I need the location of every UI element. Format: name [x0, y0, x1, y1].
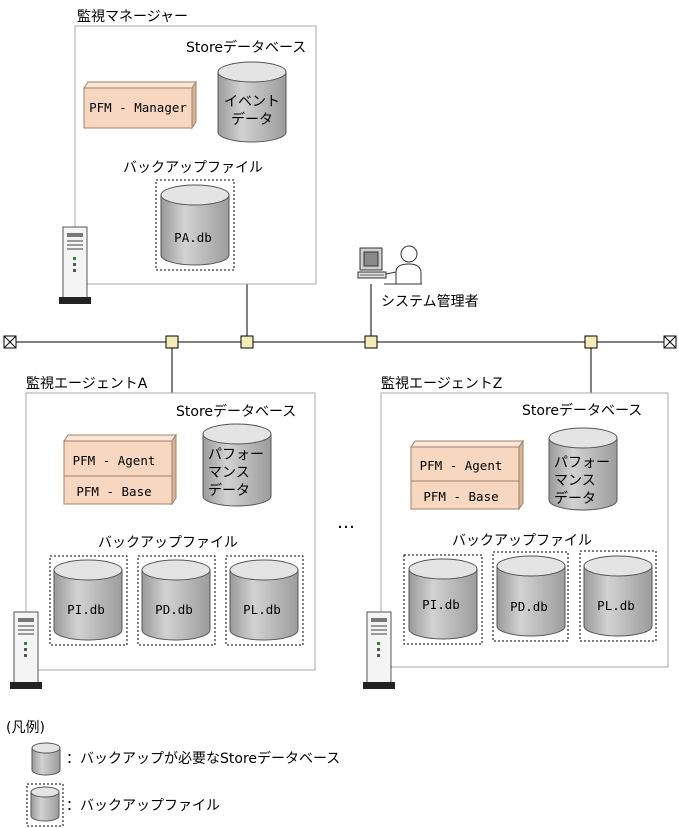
legend-backup-cylinder [30, 786, 60, 822]
legend-backup-text: ：バックアップファイル [66, 798, 220, 814]
svg-text:PD.db: PD.db [155, 602, 193, 617]
svg-text:PI.db: PI.db [422, 597, 460, 612]
agent-z-backup-dashed-box-1 [403, 554, 483, 645]
agent-z-server-icon [362, 611, 396, 690]
agent-z-backup-dashed-box-2 [492, 551, 569, 642]
agent-a-backup-dashed-box-3 [225, 555, 304, 646]
agent-a-label: 監視エージェントA [26, 375, 148, 392]
legend-title: (凡例) [6, 720, 45, 736]
legend-store-db-text: ：バックアップが必要なStoreデータベース [66, 750, 340, 767]
backup-file-a-pd-cylinder: PD.db [141, 559, 211, 641]
svg-text:PFM - Agent: PFM - Agent [73, 453, 156, 468]
svg-text:PFM - Base: PFM - Base [423, 489, 498, 504]
svg-text:PL.db: PL.db [597, 598, 635, 613]
manager-label: 監視マネージャー [77, 8, 188, 25]
svg-text:パフォー: パフォー [554, 455, 610, 471]
bus-node-admin [364, 335, 378, 349]
admin-label: システム管理者 [381, 294, 479, 310]
bus-terminator-left-icon [3, 335, 17, 349]
svg-text:マンス: マンス [208, 465, 250, 481]
bus-node-agent-a [165, 335, 179, 349]
backup-file-z-pi-cylinder: PI.db [408, 558, 478, 640]
svg-text:PFM - Agent: PFM - Agent [420, 458, 503, 473]
svg-text:PA.db: PA.db [174, 230, 212, 245]
bus-terminator-right-icon [663, 335, 677, 349]
pfm-manager-label: PFM - Manager [89, 100, 187, 115]
manager-server-icon [58, 226, 92, 305]
svg-text:PD.db: PD.db [510, 599, 548, 614]
agents-ellipsis: … [337, 512, 355, 533]
agent-a-performance-db-cylinder: パフォー マンス データ [202, 423, 272, 507]
pfm-manager-component: PFM - Manager [83, 80, 197, 130]
agent-z-backup-dashed-box-3 [579, 550, 657, 642]
agent-a-component: PFM - Agent PFM - Base [63, 433, 177, 506]
svg-text:イベント: イベント [224, 94, 280, 110]
agent-z-label: 監視エージェントZ [381, 375, 502, 392]
legend-backup-dashed-box [26, 783, 64, 827]
backup-file-pa-cylinder: PA.db [160, 184, 230, 266]
agent-z-store-label: Storeデータベース [522, 402, 642, 419]
svg-text:データ: データ [231, 111, 273, 128]
agent-z-backup-label: バックアップファイル [452, 533, 592, 549]
manager-event-db-cylinder: イベント データ [217, 61, 287, 143]
legend-store-db-cylinder [31, 742, 61, 776]
manager-store-label: Storeデータベース [186, 39, 306, 56]
bus-node-agent-z [584, 335, 598, 349]
agent-z-performance-db-cylinder: パフォー マンス データ [548, 427, 618, 511]
agent-a-backup-label: バックアップファイル [98, 535, 238, 551]
admin-workstation-icon [357, 245, 422, 285]
agent-a-server-icon [9, 611, 43, 690]
bus-node-manager [240, 335, 254, 349]
svg-text:PL.db: PL.db [243, 602, 281, 617]
manager-backup-label: バックアップファイル [123, 160, 263, 176]
agent-a-backup-dashed-box-2 [137, 555, 216, 646]
svg-text:データ: データ [208, 482, 250, 499]
backup-file-a-pi-cylinder: PI.db [53, 559, 123, 641]
backup-file-a-pl-cylinder: PL.db [229, 559, 299, 641]
backup-file-z-pd-cylinder: PD.db [496, 555, 566, 637]
agent-z-component: PFM - Agent PFM - Base [410, 439, 524, 511]
svg-text:データ: データ [554, 490, 596, 507]
agent-a-backup-dashed-box-1 [49, 555, 128, 646]
svg-text:PFM - Base: PFM - Base [76, 484, 151, 499]
svg-text:マンス: マンス [554, 473, 596, 489]
agent-a-store-label: Storeデータベース [176, 403, 296, 420]
backup-file-z-pl-cylinder: PL.db [583, 555, 653, 637]
svg-text:パフォー: パフォー [208, 447, 264, 463]
svg-text:PI.db: PI.db [67, 602, 105, 617]
